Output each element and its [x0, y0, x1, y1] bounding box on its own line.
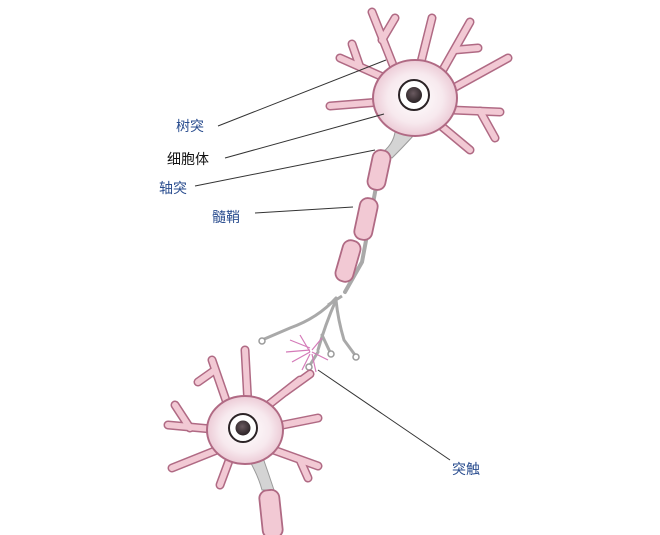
axon [258, 149, 392, 371]
label-myelin-sheath: 髓鞘 [212, 210, 240, 226]
leader-cell-body [224, 113, 385, 159]
label-axon: 轴突 [159, 181, 187, 197]
axon-terminals [260, 296, 357, 367]
synapse-spark [285, 334, 329, 373]
label-cell-body: 细胞体 [167, 152, 209, 168]
bottom-neuron [163, 345, 323, 535]
top-neuron [325, 7, 513, 159]
myelin-sheath-segments [334, 149, 392, 283]
leader-synapse [317, 369, 451, 461]
bottom-myelin-segment [258, 488, 284, 535]
leader-lines [194, 59, 451, 461]
leader-myelin [254, 206, 354, 214]
label-dendrite: 树突 [176, 119, 204, 135]
leader-axon [194, 149, 376, 187]
leader-dendrite [217, 59, 387, 127]
label-synapse: 突触 [452, 462, 480, 478]
